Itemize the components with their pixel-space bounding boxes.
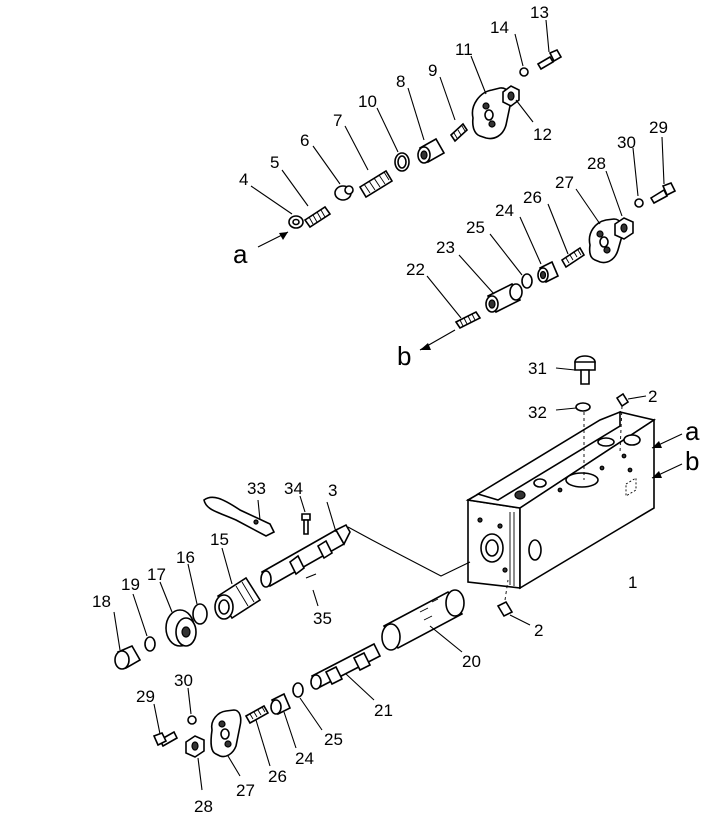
part-11-flange	[471, 87, 512, 140]
label-6: 6	[300, 131, 309, 150]
ref-b-top: b	[397, 341, 411, 371]
label-7: 7	[333, 111, 342, 130]
part-30-washer-low	[187, 687, 197, 725]
label-33: 33	[247, 479, 266, 498]
part-29-bolt-low	[152, 703, 179, 748]
part-24-piston	[537, 260, 560, 284]
callout-labels: 1 2 2 3 4 5 6 7 8 9 10 11 12 13 14 15 16…	[92, 3, 700, 816]
label-25-bottom: 25	[324, 730, 343, 749]
part-12-nut	[502, 85, 520, 107]
label-25-top: 25	[466, 218, 485, 237]
label-31: 31	[528, 359, 547, 378]
label-28-bottom: 28	[194, 797, 213, 816]
ref-a-top: a	[233, 239, 248, 269]
part-26-stud-low	[244, 704, 271, 767]
part-23-sleeve	[485, 282, 523, 314]
part-17-disc	[159, 581, 197, 647]
label-10: 10	[358, 92, 377, 111]
part-25-o-ring-low	[292, 682, 323, 731]
part-32-o-ring	[555, 402, 591, 480]
label-29-top: 29	[649, 118, 668, 137]
part-15-cover	[214, 547, 262, 620]
top-assembly-a	[250, 19, 563, 248]
label-27-top: 27	[555, 173, 574, 192]
part-33-lever	[203, 496, 276, 537]
label-21: 21	[374, 701, 393, 720]
label-29-bottom: 29	[136, 687, 155, 706]
label-34: 34	[284, 479, 303, 498]
label-16: 16	[176, 548, 195, 567]
label-1: 1	[628, 573, 637, 592]
label-18: 18	[92, 592, 111, 611]
label-2-top: 2	[648, 387, 657, 406]
label-32: 32	[528, 403, 547, 422]
label-35: 35	[313, 609, 332, 628]
part-8-piston	[417, 137, 446, 164]
label-24-bottom: 24	[295, 749, 314, 768]
label-13: 13	[530, 3, 549, 22]
label-4: 4	[239, 170, 248, 189]
part-3-spool	[260, 501, 351, 588]
label-28-top: 28	[587, 154, 606, 173]
part-35-pin	[305, 573, 319, 607]
part-16-o-ring	[187, 563, 208, 625]
label-30-bottom: 30	[174, 671, 193, 690]
label-9: 9	[428, 61, 437, 80]
label-11: 11	[455, 40, 473, 59]
part-31-plug	[555, 355, 596, 385]
part-24-piston-low	[270, 692, 297, 749]
part-21-spool	[310, 642, 382, 701]
part-19-o-ring	[132, 593, 156, 652]
part-28-nut	[614, 217, 634, 240]
label-5: 5	[270, 153, 279, 172]
part-20-sleeve	[381, 589, 465, 653]
part-26-stud	[560, 246, 586, 269]
label-23: 23	[436, 238, 455, 257]
label-15: 15	[210, 530, 229, 549]
part-2-plug-bottom	[496, 579, 531, 626]
part-9-stud	[449, 122, 469, 143]
part-13-bolt	[536, 48, 563, 71]
part-5-spring	[303, 205, 332, 229]
part-18-plug	[113, 611, 142, 670]
part-27-flange-low	[210, 709, 242, 777]
label-3: 3	[328, 481, 337, 500]
top-assembly-b	[419, 136, 677, 351]
label-26-top: 26	[523, 188, 542, 207]
label-22: 22	[406, 260, 425, 279]
ref-b-body: b	[685, 446, 699, 476]
label-26-bottom: 26	[268, 767, 287, 786]
label-19: 19	[121, 575, 140, 594]
part-28-nut-low	[185, 735, 205, 791]
label-12: 12	[533, 125, 552, 144]
valve-body	[347, 410, 683, 590]
part-29-bolt-top	[649, 181, 677, 205]
label-2-bottom: 2	[534, 621, 543, 640]
part-34-pin	[299, 495, 311, 535]
label-27-bottom: 27	[236, 781, 255, 800]
label-17: 17	[147, 565, 166, 584]
part-2-plug-top	[615, 392, 647, 453]
label-24-top: 24	[495, 201, 514, 220]
part-22-spring	[454, 310, 482, 330]
label-30-top: 30	[617, 133, 636, 152]
part-7-spring	[358, 169, 394, 199]
label-14: 14	[490, 18, 509, 37]
label-20: 20	[462, 652, 481, 671]
ref-a-body: a	[685, 416, 700, 446]
label-8: 8	[396, 72, 405, 91]
